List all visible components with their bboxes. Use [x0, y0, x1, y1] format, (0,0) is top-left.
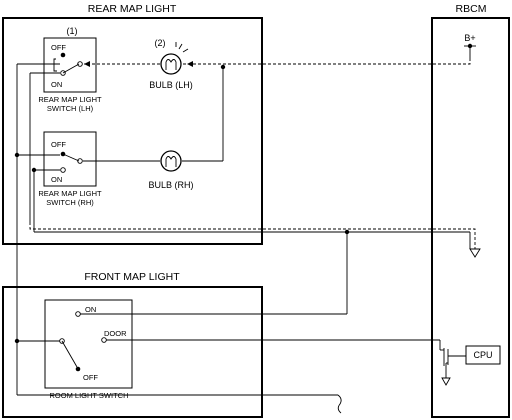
cpu-box — [465, 345, 501, 365]
front-map-light-title: FRONT MAP LIGHT — [84, 271, 180, 283]
switch-lh-off-label: OFF — [51, 43, 66, 52]
cpu-label: CPU — [473, 350, 492, 360]
bulb-rh-icon — [160, 150, 182, 172]
room-switch-label: ROOM LIGHT SWITCH — [49, 391, 128, 400]
bulb-rh: BULB (RH) — [148, 150, 194, 190]
switch-rh-label-line1: REAR MAP LIGHT — [38, 189, 102, 198]
room-switch-off-label: OFF — [83, 373, 98, 382]
rear-map-light-switch-rh: OFF ON REAR MAP LIGHT SWITCH (RH) — [38, 131, 102, 207]
room-light-switch: ON DOOR OFF ROOM LIGHT SWITCH — [44, 299, 133, 400]
callout-2: (2) — [155, 38, 166, 48]
switch-lh-label-line2: SWITCH (LH) — [47, 104, 94, 113]
bulb-lh: (2) BULB (LH) — [149, 38, 193, 90]
b-plus-label: B+ — [464, 33, 475, 43]
b-plus-supply: B+ — [464, 33, 476, 58]
callout-1: (1) — [67, 26, 78, 36]
bulb-lh-icon — [160, 53, 182, 75]
switch-rh-on-label: ON — [51, 175, 62, 184]
switch-lh-on-label: ON — [51, 80, 62, 89]
rear-map-light-wiring — [14, 58, 481, 395]
front-map-light-module: FRONT MAP LIGHT — [2, 271, 263, 418]
front-map-light-wiring — [14, 232, 440, 414]
switch-rh-label-line2: SWITCH (RH) — [46, 198, 94, 207]
room-switch-door-label: DOOR — [104, 329, 127, 338]
rear-map-light-module: REAR MAP LIGHT — [2, 3, 263, 245]
rbcm-title: RBCM — [456, 3, 487, 15]
bulb-rh-label: BULB (RH) — [148, 180, 193, 190]
rear-map-light-switch-lh: (1) OFF ON REAR MAP LIGHT SWITCH (LH) — [38, 26, 102, 113]
rbcm-module: RBCM — [431, 3, 510, 418]
room-switch-on-label: ON — [85, 305, 96, 314]
bulb-lh-label: BULB (LH) — [149, 80, 193, 90]
switch-rh-off-label: OFF — [51, 140, 66, 149]
switch-lh-label-line1: REAR MAP LIGHT — [38, 95, 102, 104]
rbcm-cpu: CPU — [439, 340, 501, 386]
rear-map-light-title: REAR MAP LIGHT — [88, 3, 177, 15]
